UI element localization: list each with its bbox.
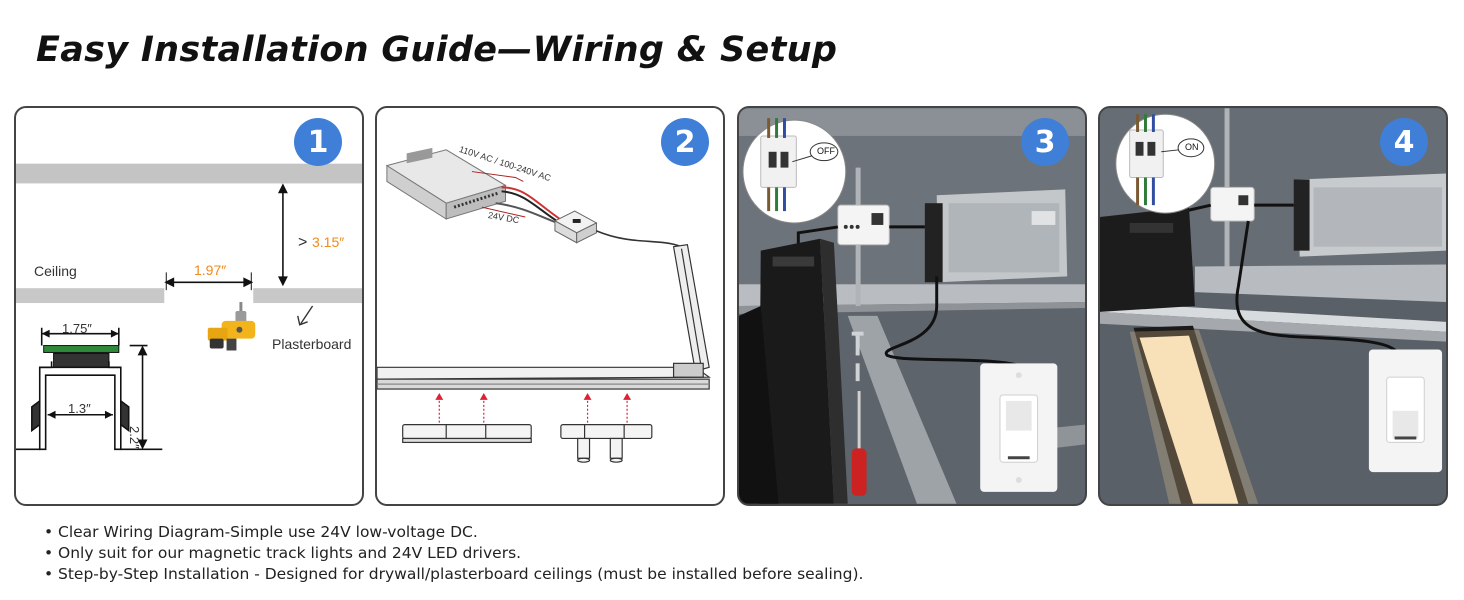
installation-arrows <box>438 396 628 423</box>
breaker-state-label: ON <box>1185 142 1199 152</box>
breaker-state-label: OFF <box>817 146 835 156</box>
step-1-panel: 1 Ceiling 1.97″ > 3.15″ Plasterboard 1.7… <box>14 106 364 506</box>
step-3-scene <box>739 108 1085 504</box>
step-2-diagram <box>377 147 711 463</box>
profile-height-dimension: 2.2″ <box>127 426 142 449</box>
led-driver-icon <box>385 147 507 220</box>
ceiling-label: Ceiling <box>34 263 77 279</box>
step-badge: 3 <box>1021 118 1069 166</box>
inner-width-dimension: 1.3″ <box>68 401 91 416</box>
profile-section <box>16 327 163 451</box>
height-dimension: 3.15″ <box>312 234 345 250</box>
profile-width-dimension: 1.75″ <box>62 321 92 336</box>
drill-icon <box>207 302 256 351</box>
step-1-diagram <box>16 163 362 451</box>
connector-box-icon <box>553 210 598 244</box>
screwdriver-icon <box>851 391 867 496</box>
installation-notes: Clear Wiring Diagram-Simple use 24V low-… <box>44 522 863 585</box>
plasterboard-label: Plasterboard <box>272 336 352 352</box>
wall-switch-icon <box>1368 349 1443 473</box>
breaker-icon <box>1115 113 1216 214</box>
page-title: Easy Installation Guide—Wiring & Setup <box>36 30 838 70</box>
led-driver-icon <box>924 189 1068 283</box>
step-badge: 4 <box>1380 118 1428 166</box>
note-item: Clear Wiring Diagram-Simple use 24V low-… <box>44 522 863 543</box>
note-item: Step-by-Step Installation - Designed for… <box>44 564 863 585</box>
linear-light-icon <box>402 424 532 444</box>
breaker-icon <box>742 118 847 224</box>
spotlight-icon <box>560 424 653 463</box>
lit-track-light-icon <box>1100 207 1259 504</box>
track-rail-icon <box>377 244 711 390</box>
led-driver-icon <box>1293 173 1446 257</box>
track-housing <box>739 238 848 504</box>
step-4-panel: 4 ON <box>1098 106 1448 506</box>
upper-ceiling-slab <box>16 163 362 184</box>
step-badge: 1 <box>294 118 342 166</box>
gap-dimension: 1.97″ <box>194 262 227 278</box>
plasterboard-right <box>253 288 362 304</box>
plasterboard-left <box>16 288 165 304</box>
step-3-panel: 3 OFF <box>737 106 1087 506</box>
controller-icon <box>1210 186 1255 222</box>
pointer-arrow-icon <box>297 305 314 326</box>
height-prefix: > <box>298 234 308 251</box>
step-badge: 2 <box>661 118 709 166</box>
step-4-scene <box>1100 108 1446 504</box>
wall-switch-icon <box>980 363 1058 492</box>
controller-icon <box>837 204 890 246</box>
step-2-panel: 2 110V AC / 100-240V AC 24V DC <box>375 106 725 506</box>
note-item: Only suit for our magnetic track lights … <box>44 543 863 564</box>
